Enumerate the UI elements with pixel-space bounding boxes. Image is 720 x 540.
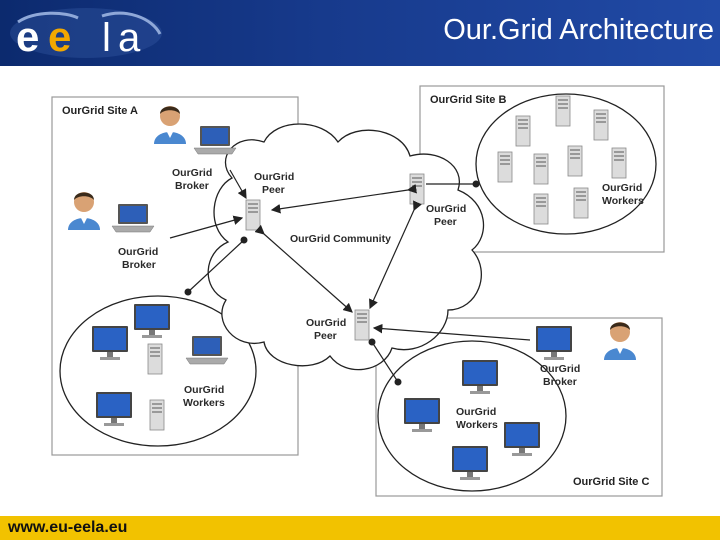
worker-b-server-icon [611,147,627,179]
architecture-diagram: OurGrid Site A OurGrid Site B OurGrid Si… [51,85,665,497]
site-b-label: OurGrid Site B [430,94,506,106]
svg-text:e: e [48,13,71,60]
worker-b-server-icon [533,193,549,225]
broker-a1-to-peer-a-arrow [229,169,247,200]
workers-b-label-2: Workers [602,195,644,207]
workers-a-line-end-dot [184,288,192,296]
peer-c-label-2: Peer [314,330,337,342]
peer-b-label-2: Peer [434,216,457,228]
worker-b-server-icon [555,95,571,127]
broker-a1-label-2: Broker [175,180,209,192]
peer-c-server-icon [354,309,370,341]
broker-a2-label-1: OurGrid [118,246,158,258]
peer-c-label-1: OurGrid [306,317,346,329]
eela-logo-icon: e e l a [10,8,162,60]
broker-a1-label-1: OurGrid [172,167,212,179]
workers-a-label-2: Workers [183,397,225,409]
worker-b-server-icon [593,109,609,141]
site-c-label: OurGrid Site C [573,476,649,488]
peer-b-label-1: OurGrid [426,203,466,215]
header-bar: e e l a Our.Grid Architecture [0,0,720,66]
peer-a-to-peer-c-arrow [254,224,353,313]
broker-c-label-1: OurGrid [540,363,580,375]
peer-c-to-workers-c-line [371,341,399,383]
worker-b-server-icon [567,145,583,177]
worker-b-server-icon [573,187,589,219]
peer-a-label-2: Peer [262,184,285,196]
workers-b-line-end-dot [472,180,480,188]
workers-c-line-end-dot [394,378,402,386]
broker-c-to-peer-c-arrow [372,323,531,341]
peer-c-line-end-dot [368,338,376,346]
broker-a2-label-2: Broker [122,259,156,271]
worker-a-laptop-icon [185,335,229,365]
page-title: Our.Grid Architecture [443,14,714,46]
peer-a-label-1: OurGrid [254,171,294,183]
broker-a2-to-peer-a-arrow [169,215,244,239]
broker-c-label-2: Broker [543,376,577,388]
worker-b-server-icon [515,115,531,147]
peer-a-line-end-dot [240,236,248,244]
peer-b-to-peer-a-arrow [270,184,418,214]
site-a-label: OurGrid Site A [62,105,138,117]
workers-b-label-1: OurGrid [602,182,642,194]
worker-a-server-icon [149,399,165,431]
workers-c-label-1: OurGrid [456,406,496,418]
footer-bar: www.eu-eela.eu [0,516,720,540]
peer-b-to-peer-c-arrow [369,200,422,310]
footer-url-link[interactable]: www.eu-eela.eu [8,519,128,536]
worker-a-server-icon [147,343,163,375]
peer-a-to-workers-a-line [187,239,245,293]
broker-a2-laptop-icon [111,203,155,233]
peer-b-server-icon [409,173,425,205]
svg-text:e: e [16,13,39,60]
svg-text:l: l [102,16,111,60]
community-label: OurGrid Community [290,233,391,245]
peer-a-server-icon [245,199,261,231]
svg-text:a: a [118,16,141,60]
workers-a-label-1: OurGrid [184,384,224,396]
broker-a1-laptop-icon [193,125,237,155]
worker-b-server-icon [497,151,513,183]
worker-b-server-icon [533,153,549,185]
workers-c-label-2: Workers [456,419,498,431]
